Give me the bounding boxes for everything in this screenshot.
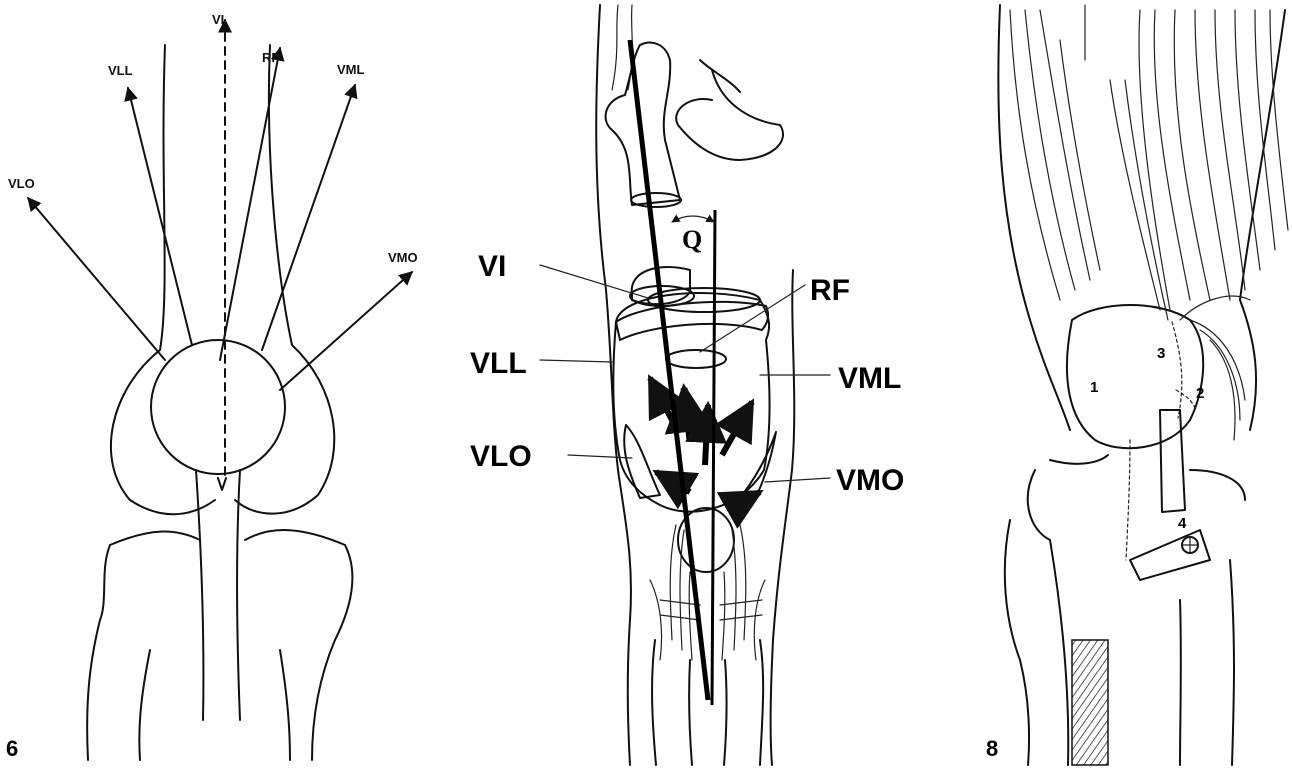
patella-fig8 <box>1067 305 1203 448</box>
patella-tip-mark <box>218 478 226 490</box>
leg-outline <box>596 5 794 765</box>
figure-6-number: 6 <box>6 736 18 761</box>
leader-vi <box>540 265 648 298</box>
label-rf-small: RF <box>262 50 279 65</box>
vmo-vector <box>280 272 412 390</box>
figure-8-number: 8 <box>986 736 998 761</box>
rf-force-arrow <box>684 388 690 440</box>
q-patellar-axis <box>712 210 715 705</box>
knee-tendon-fibers <box>650 525 765 660</box>
figure-8: 1 2 3 4 8 <box>986 5 1288 765</box>
vlo-muscle <box>624 425 660 498</box>
marker-3: 3 <box>1157 345 1165 362</box>
femur-shaft <box>606 43 680 205</box>
vml-force-arrow <box>722 402 752 455</box>
leader-vlo <box>568 455 632 458</box>
label-q: Q <box>682 225 702 254</box>
patella <box>151 340 285 474</box>
vlo-vector <box>28 198 165 360</box>
marker-1: 1 <box>1090 379 1098 396</box>
label-rf: RF <box>810 274 850 307</box>
suture-line-2 <box>1176 390 1196 410</box>
label-vll: VLL <box>470 347 527 380</box>
femoral-condyles-outline <box>111 45 334 514</box>
label-vi: VI <box>478 250 506 283</box>
leader-vll <box>540 360 612 362</box>
vll-vector <box>128 88 192 345</box>
marker-2: 2 <box>1196 385 1204 402</box>
label-vml: VML <box>838 362 901 395</box>
label-vlo-small: VLO <box>8 176 35 191</box>
knee-joint-fig8 <box>1005 455 1245 765</box>
suture-line-lower <box>1126 440 1130 560</box>
rf-vector <box>220 48 280 360</box>
pelvis-outline <box>676 60 783 160</box>
label-vi-small: VI <box>212 12 224 27</box>
tibia-shaft-hatched <box>1072 640 1108 765</box>
rf-cross-section <box>666 350 726 368</box>
label-vmo-small: VMO <box>388 250 418 265</box>
thigh-muscle-fibers <box>1010 5 1288 320</box>
tibial-plateau <box>87 530 352 760</box>
label-vml-small: VML <box>337 62 365 77</box>
figure-7: Q VI RF VLL VML VLO VMO <box>470 5 904 765</box>
label-vmo: VMO <box>836 464 904 497</box>
vml-cross-section <box>648 288 760 312</box>
label-vll-small: VLL <box>108 63 133 78</box>
q-angle-arc <box>672 216 714 222</box>
vi-force-arrow <box>705 405 708 465</box>
figure-6: VI RF VLL VML VLO VMO 6 <box>6 12 418 761</box>
vml-vector <box>262 85 355 350</box>
tibia-outline <box>652 640 763 765</box>
marker-4: 4 <box>1178 515 1187 532</box>
suture-line-3 <box>1172 322 1182 418</box>
label-vlo: VLO <box>470 440 532 473</box>
leader-vmo <box>765 478 830 482</box>
tendon-transfer-strip <box>1160 410 1185 512</box>
thigh-outline <box>998 5 1285 430</box>
leg-lines-fig8 <box>1180 560 1234 765</box>
